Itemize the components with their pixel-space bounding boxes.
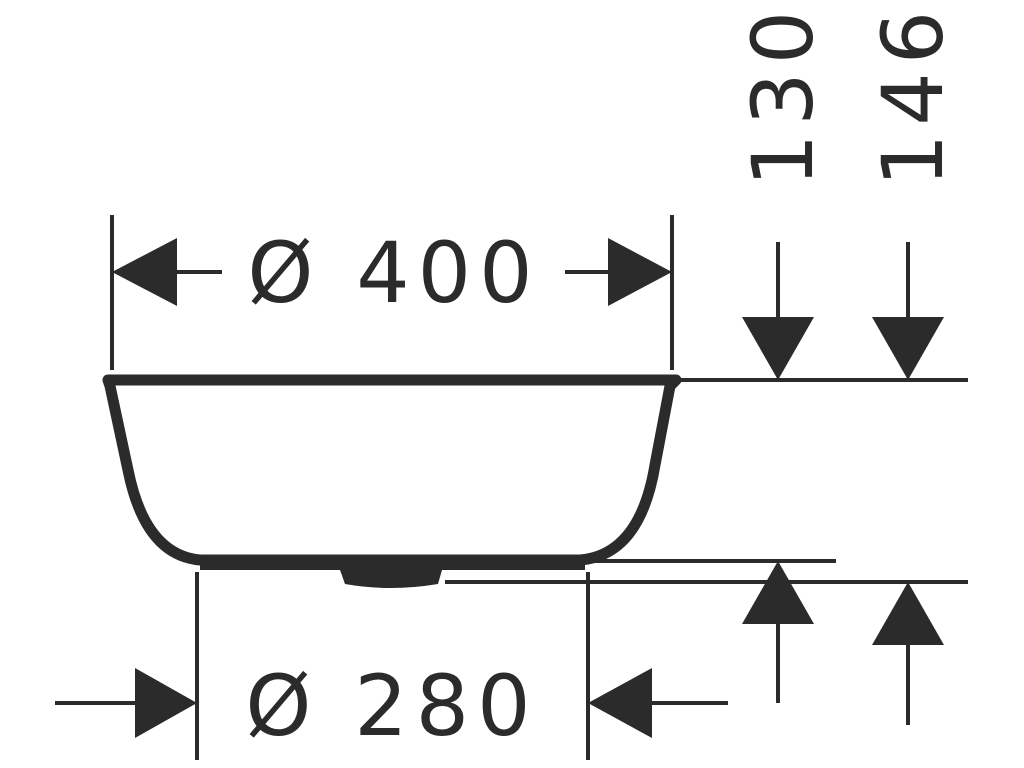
arrow-top-left-icon (112, 238, 177, 306)
basin-foot (340, 570, 442, 588)
bottom-diameter-label: Ø 280 (245, 657, 538, 755)
arrow-130-up-icon (742, 561, 814, 624)
height-130-label: 130 (734, 3, 832, 187)
top-diameter-label: Ø 400 (247, 224, 540, 322)
basin-outline (102, 374, 682, 570)
arrow-top-right-icon (608, 238, 672, 306)
arrow-146-up-icon (872, 582, 944, 645)
arrow-bottom-right-icon (588, 668, 652, 738)
arrow-146-down-icon (872, 317, 944, 380)
height-146-label: 146 (864, 3, 962, 187)
arrow-130-down-icon (742, 317, 814, 380)
arrow-bottom-left-icon (135, 668, 197, 738)
